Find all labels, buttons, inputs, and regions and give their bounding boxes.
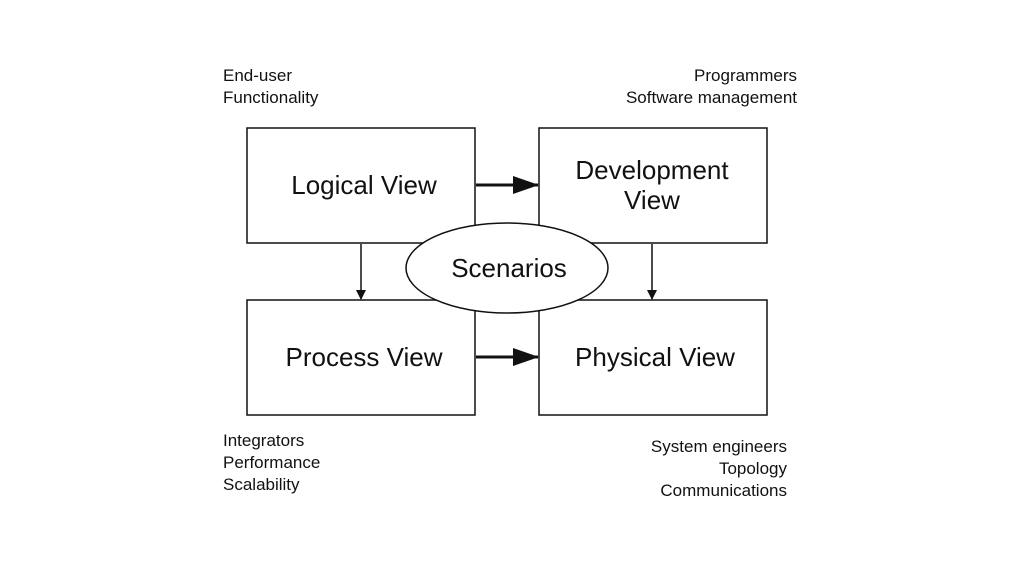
physical-view-label: Physical View [575,342,735,372]
logical-view-label: Logical View [291,170,437,200]
stakeholder-line: Scalability [223,475,300,494]
process-view-box [246,299,476,416]
scenarios-ellipse [405,222,609,314]
logical-view-box [246,127,476,244]
stakeholder-line: Functionality [223,88,319,107]
process-view-label: Process View [285,342,442,372]
development-view-label-line2: View [624,185,680,215]
stakeholder-line: Communications [660,481,787,500]
stakeholder-line: System engineers [650,437,787,456]
stakeholder-line: Software management [625,88,797,107]
logical-stakeholders: End-user Functionality [223,65,318,109]
physical-view-box [538,299,768,416]
scenarios-label: Scenarios [451,253,567,283]
stakeholder-line: End-user [223,66,292,85]
development-stakeholders: Programmers Software management [626,65,797,109]
stakeholder-line: Performance [223,453,321,472]
physical-stakeholders: System engineers Topology Communications [651,436,787,502]
process-stakeholders: Integrators Performance Scalability [223,430,320,496]
stakeholder-line: Programmers [694,66,797,85]
development-view-box [538,127,768,244]
development-view-label-line1: Development [575,155,729,185]
stakeholder-line: Topology [718,459,787,478]
stakeholder-line: Integrators [223,431,305,450]
